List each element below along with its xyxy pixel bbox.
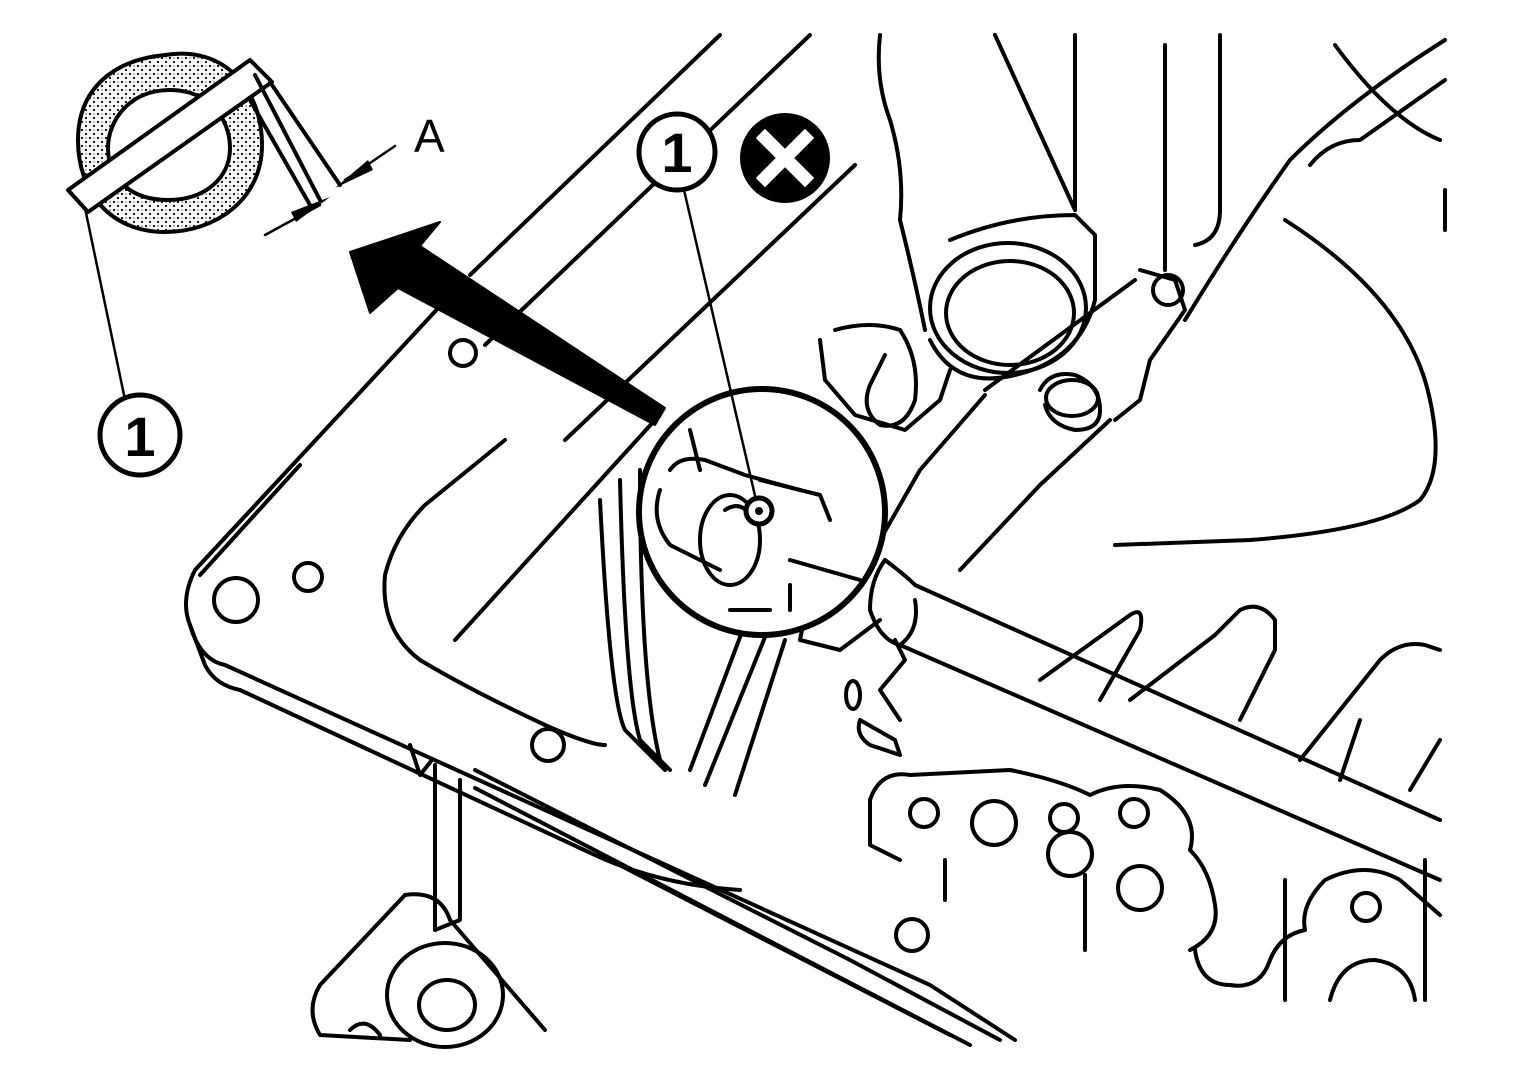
dimension-label: A xyxy=(414,110,445,162)
pliers-jaw xyxy=(66,58,342,214)
dimension-marker xyxy=(263,144,397,237)
detail-leader-line xyxy=(83,206,126,397)
part-callout-number: 1 xyxy=(661,121,692,184)
detail-magnifier xyxy=(636,386,888,638)
detail-callout-number: 1 xyxy=(124,405,155,468)
part-callout: 1 xyxy=(636,111,718,193)
callout-leader-line xyxy=(682,188,758,502)
bore-boss xyxy=(928,213,1097,381)
detent-lever xyxy=(818,268,1187,572)
snap-ring-marker xyxy=(755,507,763,515)
detail-callout: 1 xyxy=(97,392,183,478)
snap-ring-detail: A xyxy=(66,51,445,237)
lower-shaft xyxy=(310,763,1002,1049)
ribs xyxy=(1038,604,1442,792)
arrow-icon xyxy=(349,221,666,426)
upper-housing xyxy=(876,33,1447,547)
manual-shaft-rod xyxy=(798,558,1442,882)
separator-plate xyxy=(868,768,1442,1002)
x-circle-icon xyxy=(740,113,830,203)
